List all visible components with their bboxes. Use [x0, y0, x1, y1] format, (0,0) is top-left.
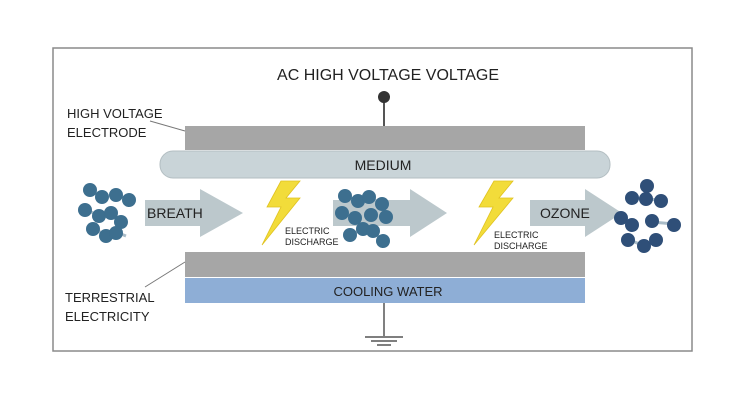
cooling-water-label: COOLING WATER: [333, 284, 442, 299]
high-voltage-label-line1: HIGH VOLTAGE: [67, 106, 163, 121]
ozone-label: OZONE: [540, 205, 590, 221]
medium-label: MEDIUM: [355, 157, 412, 173]
high-voltage-leader-line: [149, 120, 186, 132]
ozone-molecule-icon: [614, 179, 681, 253]
discharge-left-label-line1: ELECTRIC: [285, 226, 330, 236]
ground-icon: [365, 303, 403, 346]
terrestrial-label-line2: ELECTRICITY: [65, 309, 150, 324]
breath-label: BREATH: [147, 205, 203, 221]
cooling-water-bar: [185, 278, 585, 303]
high-voltage-label-line2: ELECTRODE: [67, 125, 147, 140]
discharge-right-label-line2: DISCHARGE: [494, 241, 548, 251]
oxygen-molecule-icon: [78, 183, 136, 243]
ozone-arrow: [530, 189, 622, 237]
lightning-icon: [473, 180, 514, 246]
terrestrial-label-line1: TERRESTRIAL: [65, 290, 155, 305]
discharge-left-label-line2: DISCHARGE: [285, 237, 339, 247]
discharge-right-label-line1: ELECTRIC: [494, 230, 539, 240]
oxygen-molecule-icon: [335, 189, 393, 248]
diagram-title: AC HIGH VOLTAGE VOLTAGE: [277, 67, 499, 84]
terminal-icon: [378, 91, 390, 126]
lightning-icon: [261, 180, 301, 246]
terrestrial-leader-line: [144, 261, 186, 288]
breath-arrow: [145, 189, 243, 237]
high-voltage-electrode: [185, 126, 585, 150]
terrestrial-electrode: [185, 252, 585, 277]
medium-bar: [159, 150, 611, 179]
